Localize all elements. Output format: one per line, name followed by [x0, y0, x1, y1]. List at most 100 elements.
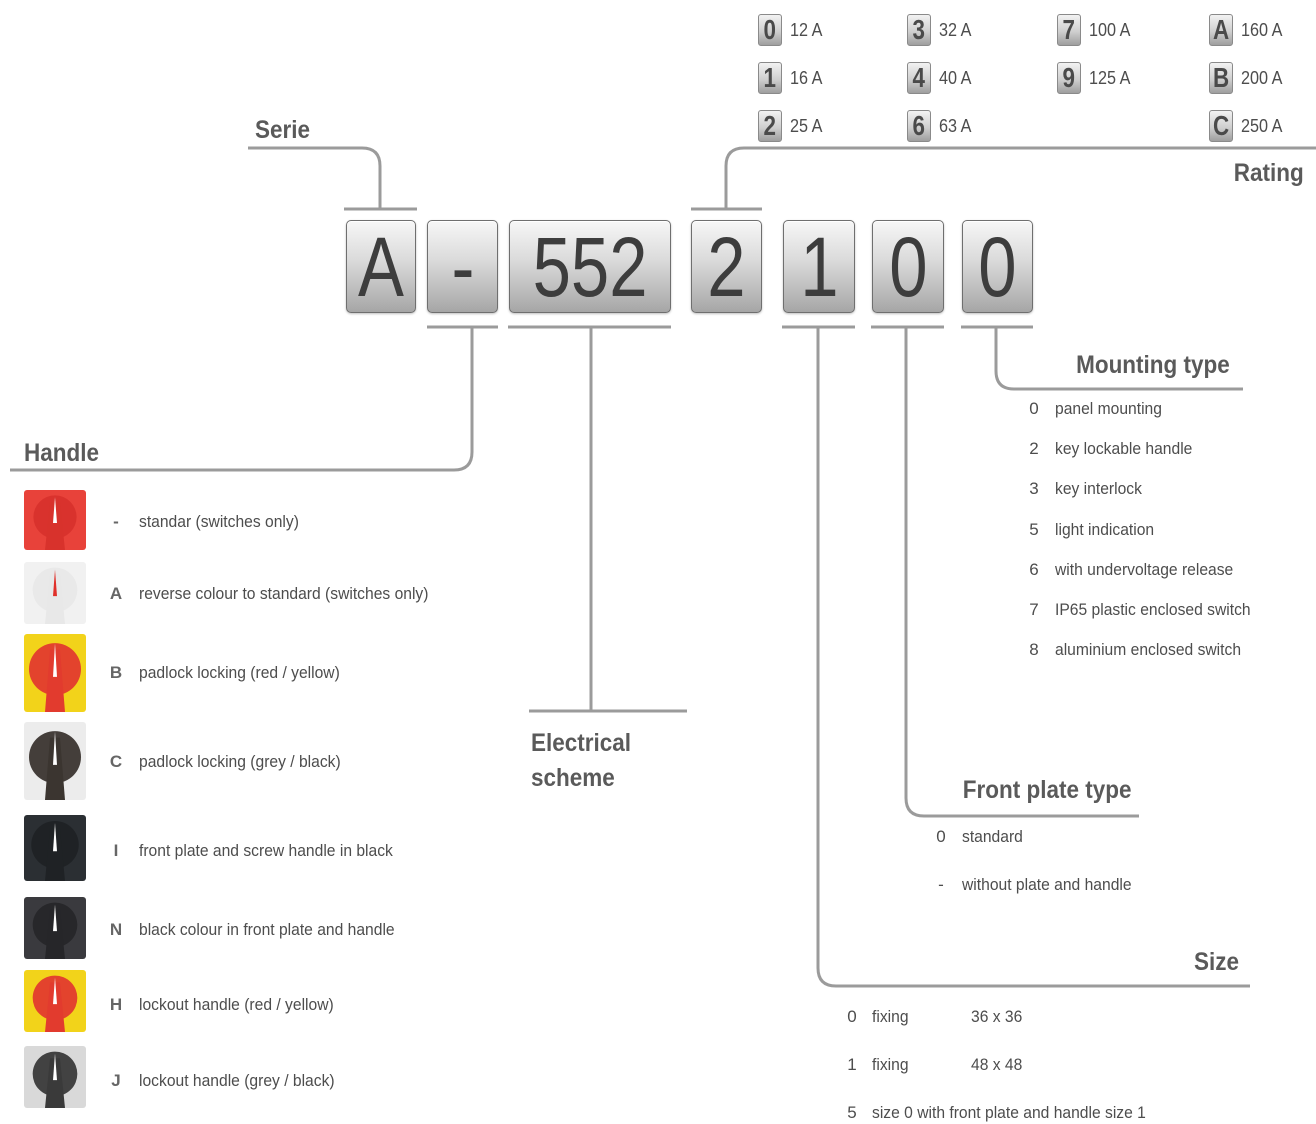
code-size: 1 [799, 220, 839, 313]
handle-image [24, 562, 86, 624]
handle-label: reverse colour to standard (switches onl… [139, 584, 429, 603]
heading-serie: Serie [255, 116, 311, 144]
rating-code-badge: B [1209, 62, 1233, 94]
rating-code: 2 [763, 110, 777, 141]
handle-thumbnail [24, 970, 86, 1032]
mounting-code: 0 [1029, 399, 1039, 418]
code-box-dash: - [427, 220, 498, 313]
handle-thumbnail [24, 634, 86, 712]
size-dims: 48 x 48 [971, 1055, 1023, 1074]
code-rating: 2 [707, 220, 746, 313]
size-code: 0 [847, 1007, 857, 1026]
heading-size: Size [1193, 948, 1239, 976]
code-mounting: 0 [978, 220, 1017, 313]
size-dims: 36 x 36 [971, 1007, 1023, 1026]
mounting-label: key interlock [1055, 479, 1142, 499]
heading-electrical-2: scheme [531, 764, 615, 792]
handle-label: lockout handle (grey / black) [139, 1071, 335, 1090]
rating-value: 40 A [939, 68, 972, 88]
handle-thumbnail [24, 897, 86, 959]
handle-image [24, 815, 86, 881]
mounting-label: light indication [1055, 519, 1155, 539]
code-box-serie: A [346, 220, 416, 313]
mounting-code: 5 [1029, 519, 1039, 539]
size-label: fixing [872, 1055, 909, 1074]
handle-code: J [111, 1071, 121, 1090]
handle-thumbnail [24, 815, 86, 881]
code-box-front-plate: 0 [872, 220, 944, 313]
code-box-size: 1 [783, 220, 855, 313]
handle-image [24, 722, 86, 800]
rating-value: 125 A [1089, 68, 1131, 88]
code-dash: - [451, 220, 474, 313]
handle-image [24, 490, 86, 550]
handle-thumbnail [24, 1046, 86, 1108]
handle-label: padlock locking (red / yellow) [139, 663, 340, 682]
rating-code-badge: 9 [1057, 62, 1081, 94]
heading-electrical-1: Electrical [531, 729, 632, 757]
front-plate-label: standard [962, 827, 1023, 846]
rating-code-badge: C [1209, 110, 1233, 142]
handle-code: - [113, 512, 119, 531]
heading-rating: Rating [1233, 159, 1304, 187]
size-label: fixing [872, 1007, 909, 1026]
handle-label: lockout handle (red / yellow) [139, 995, 334, 1014]
rating-code: 3 [912, 14, 926, 45]
code-box-rating: 2 [691, 220, 762, 313]
mounting-code: 8 [1029, 640, 1039, 660]
front-plate-label: without plate and handle [962, 875, 1132, 894]
rating-value: 12 A [790, 20, 823, 40]
rating-code: A [1212, 14, 1230, 45]
mounting-code: 2 [1029, 439, 1039, 459]
handle-thumbnail [24, 562, 86, 624]
rating-value: 25 A [790, 116, 823, 136]
rating-code: 9 [1062, 62, 1076, 93]
rating-code: 0 [763, 14, 777, 45]
rating-code: B [1212, 62, 1230, 93]
rating-code: 4 [912, 62, 926, 93]
rating-code: 7 [1062, 14, 1076, 45]
size-label: size 0 with front plate and handle size … [872, 1103, 1146, 1122]
handle-label: standar (switches only) [139, 512, 299, 531]
mounting-label: key lockable handle [1055, 439, 1193, 459]
mounting-code: 7 [1029, 600, 1039, 619]
heading-mounting-type: Mounting type [1076, 351, 1230, 379]
front-plate-code: 0 [936, 827, 946, 846]
rating-code-badge: 2 [758, 110, 782, 142]
rating-code-badge: A [1209, 14, 1233, 46]
rating-value: 16 A [790, 68, 823, 88]
rating-code-badge: 3 [907, 14, 931, 46]
rating-value: 200 A [1241, 68, 1283, 88]
handle-image [24, 634, 86, 712]
handle-label: front plate and screw handle in black [139, 841, 393, 860]
code-scheme: 552 [532, 220, 648, 313]
mounting-label: aluminium enclosed switch [1055, 640, 1242, 660]
rating-value: 100 A [1089, 20, 1131, 40]
mounting-label: IP65 plastic enclosed switch [1055, 600, 1251, 619]
handle-code: N [109, 920, 123, 939]
mounting-code: 3 [1029, 479, 1039, 499]
size-code: 5 [847, 1103, 857, 1122]
rating-value: 160 A [1241, 20, 1283, 40]
heading-front-plate-type: Front plate type [963, 776, 1132, 804]
handle-image [24, 1046, 86, 1108]
rating-code-badge: 4 [907, 62, 931, 94]
rating-code-badge: 7 [1057, 14, 1081, 46]
front-plate-code: - [938, 875, 944, 894]
rating-code: C [1212, 110, 1230, 141]
code-serie: A [358, 220, 404, 313]
rating-code-badge: 6 [907, 110, 931, 142]
code-box-scheme: 552 [509, 220, 671, 313]
code-front-plate: 0 [888, 220, 928, 313]
handle-image [24, 897, 86, 959]
rating-code-badge: 1 [758, 62, 782, 94]
handle-thumbnail [24, 490, 86, 550]
handle-label: black colour in front plate and handle [139, 920, 395, 939]
mounting-label: with undervoltage release [1055, 559, 1234, 579]
rating-code: 1 [763, 62, 777, 93]
mounting-label: panel mounting [1055, 399, 1162, 418]
handle-code: I [113, 841, 119, 860]
handle-image [24, 970, 86, 1032]
mounting-code: 6 [1029, 559, 1039, 579]
